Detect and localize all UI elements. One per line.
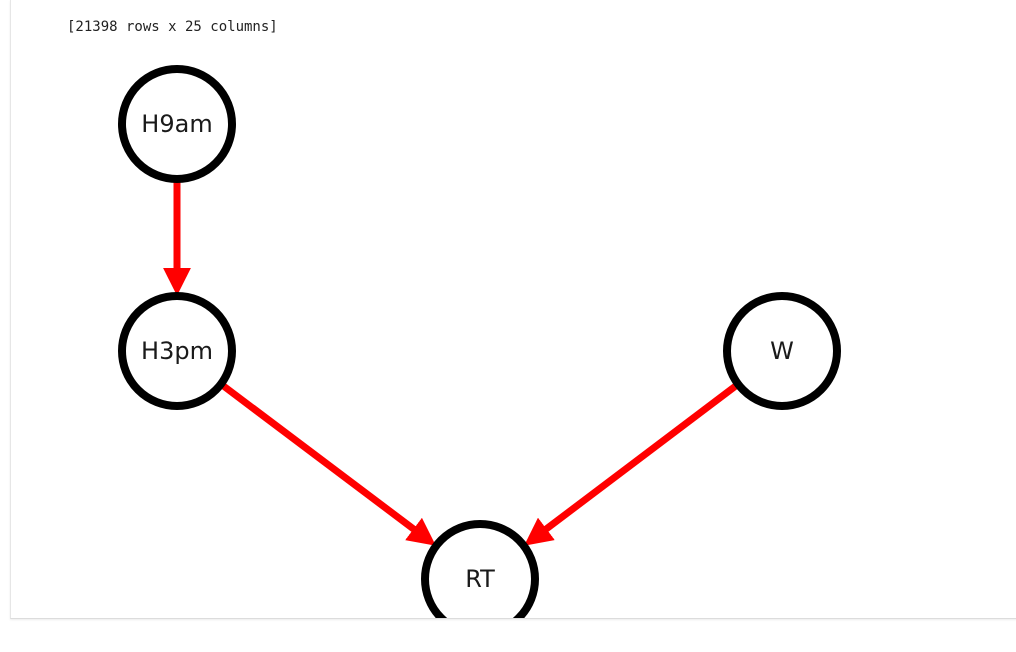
node-h3pm: H3pm bbox=[118, 292, 236, 410]
node-label: W bbox=[770, 337, 794, 365]
node-circle bbox=[118, 65, 236, 183]
node-circle bbox=[723, 292, 841, 410]
node-label: RT bbox=[465, 565, 495, 593]
node-w: W bbox=[723, 292, 841, 410]
node-h9am: H9am bbox=[118, 65, 236, 183]
node-circle bbox=[421, 520, 539, 618]
edge-h3pm-to-rt bbox=[221, 383, 436, 546]
edge-w-to-rt bbox=[524, 383, 738, 546]
node-rt: RT bbox=[421, 520, 539, 618]
node-circle bbox=[118, 292, 236, 410]
dataframe-summary: [21398 rows x 25 columns] bbox=[67, 19, 278, 35]
node-label: H3pm bbox=[141, 337, 213, 365]
edges-layer bbox=[163, 182, 738, 546]
node-label: H9am bbox=[141, 110, 212, 138]
